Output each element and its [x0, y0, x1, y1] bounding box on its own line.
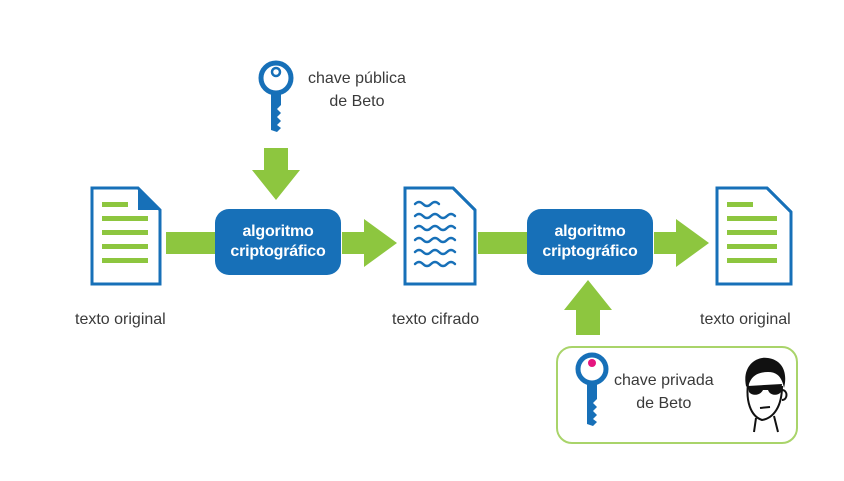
public-key-label-line1: chave pública — [308, 70, 406, 87]
private-key-label-line1: chave privada — [614, 372, 714, 389]
public-key-label: chave pública de Beto — [308, 67, 406, 113]
algorithm-2-line1: algoritmo — [554, 223, 626, 240]
arrow-cipher-to-algorithm-2 — [478, 232, 528, 254]
label-original-right: texto original — [700, 311, 791, 328]
algorithm-2-line2: criptográfico — [542, 243, 638, 260]
private-key-label-line2: de Beto — [636, 395, 692, 412]
document-lines-icon — [715, 186, 793, 286]
algorithm-box-2: algoritmo criptográfico — [527, 209, 653, 275]
document-lines-icon — [90, 186, 162, 286]
algorithm-1-line1: algoritmo — [242, 223, 314, 240]
label-original-left: texto original — [75, 311, 166, 328]
arrow-doc-to-algorithm-1 — [166, 232, 216, 254]
algorithm-box-1: algoritmo criptográfico — [215, 209, 341, 275]
algorithm-1-line2: criptográfico — [230, 243, 326, 260]
arrow-algorithm-1-to-cipher — [342, 219, 397, 267]
arrow-algorithm-2-to-original — [654, 219, 709, 267]
public-key-label-line2: de Beto — [329, 93, 385, 110]
key-icon — [575, 352, 609, 426]
document-wavy-icon — [403, 186, 477, 286]
label-cipher: texto cifrado — [392, 311, 480, 328]
person-sunglasses-icon — [745, 357, 788, 433]
key-icon — [258, 60, 294, 132]
arrow-public-key-down — [252, 148, 300, 200]
private-key-label: chave privada de Beto — [614, 369, 714, 415]
arrow-private-key-up — [564, 280, 612, 335]
